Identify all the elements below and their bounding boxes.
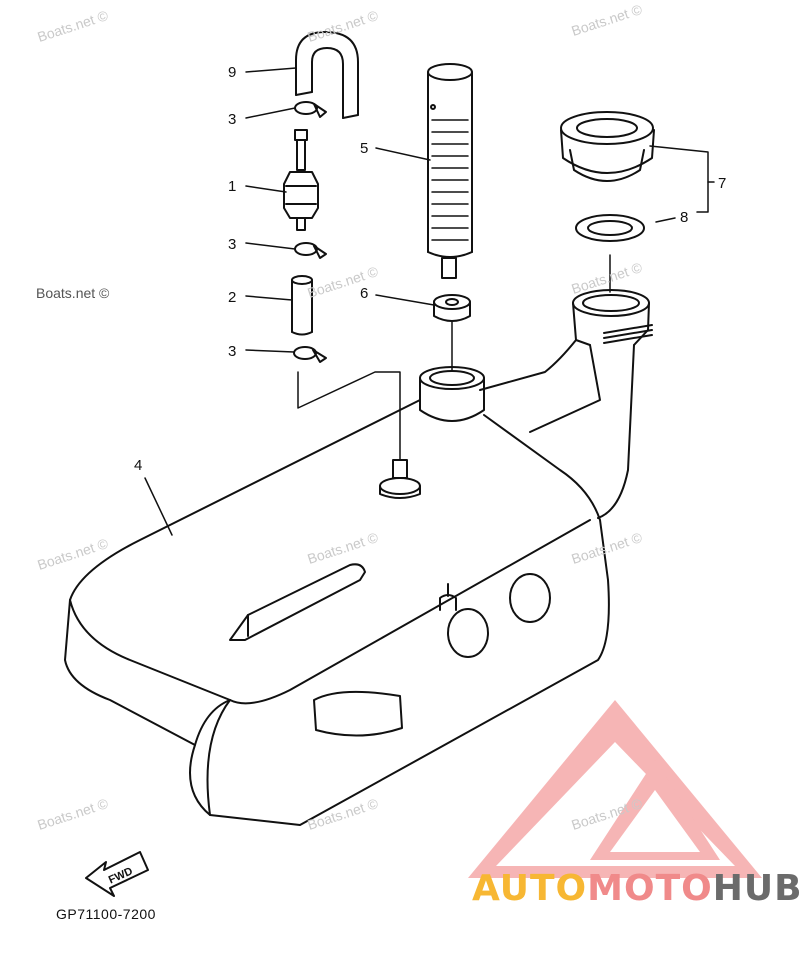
callout-6: 6: [360, 285, 368, 302]
gasket-part-8: [575, 214, 645, 242]
callout-3-top: 3: [228, 111, 236, 128]
clamp-part-3-lower: [293, 346, 327, 363]
callout-7: 7: [718, 175, 726, 192]
filler-neck: [479, 289, 653, 519]
clamp-part-3-middle: [294, 242, 327, 259]
logo-wordmark: AUTOMOTOHUB: [472, 868, 800, 909]
callout-3-lower: 3: [228, 343, 236, 360]
callout-9: 9: [228, 64, 236, 81]
logo-part-hub: HUB: [712, 868, 800, 909]
tank-part-4: [64, 399, 610, 826]
strainer-part-5: [427, 63, 473, 279]
fwd-arrow-icon: FWD: [85, 851, 149, 897]
callout-4: 4: [134, 457, 142, 474]
hose-part-9: [295, 31, 359, 119]
callout-8: 8: [680, 209, 688, 226]
tank-filler-port: [419, 366, 485, 422]
callout-5: 5: [360, 140, 368, 157]
grommet-part-6: [433, 294, 471, 322]
tank-hose-nipple: [379, 459, 421, 499]
cap-part-7: [560, 111, 655, 182]
reference-code: GP71100-7200: [56, 906, 156, 922]
logo-part-auto: AUTO: [472, 868, 588, 909]
logo-triangle-icon: [468, 700, 762, 878]
filter-part-1: [283, 129, 319, 231]
callout-2: 2: [228, 289, 236, 306]
callout-1: 1: [228, 178, 236, 195]
watermark-4: Boats.net ©: [36, 285, 110, 301]
callout-3-middle: 3: [228, 236, 236, 253]
guide-line-hose: [297, 371, 401, 461]
clamp-part-3-top: [294, 101, 327, 118]
pipe-part-2: [291, 275, 313, 336]
callout-leaders: [144, 67, 715, 536]
logo-part-moto: MOTO: [587, 868, 713, 909]
